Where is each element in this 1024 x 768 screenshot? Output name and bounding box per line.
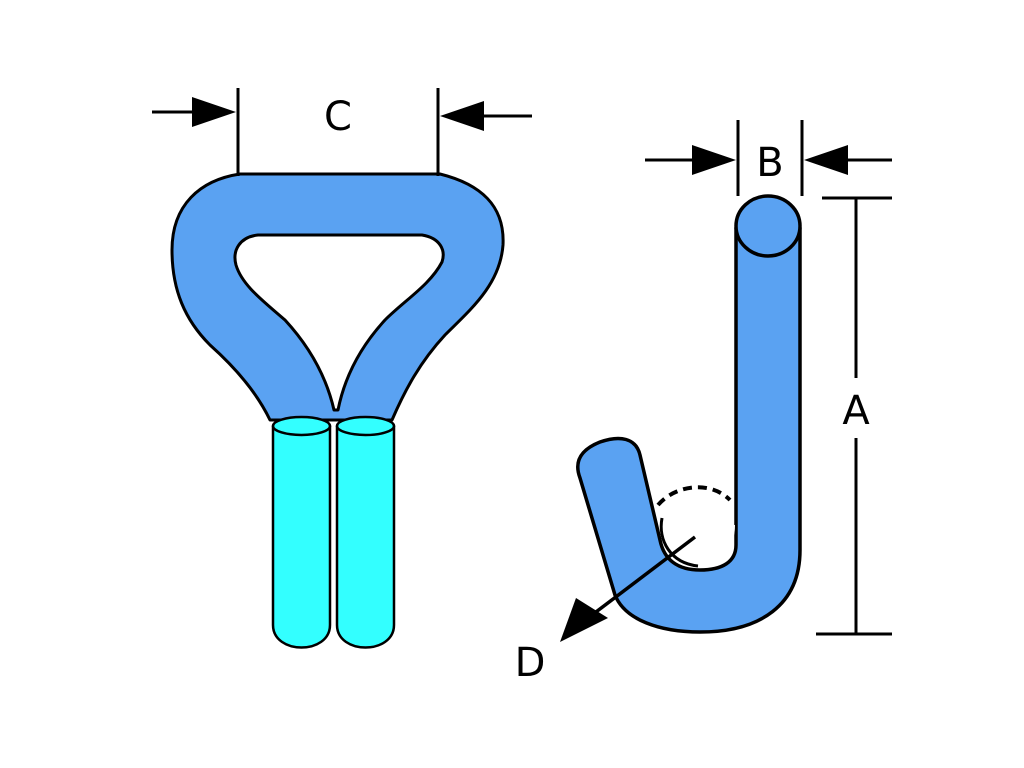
delta-ring [170,172,505,649]
dimension-c: C [152,88,532,176]
dimension-d: D [515,535,697,686]
arrow-right-icon [192,97,236,127]
arrow-left-icon [440,101,484,131]
hidden-edge-dashed [656,485,732,507]
arrow-left-icon [804,145,848,175]
dimension-b: B [645,120,892,196]
inner-circle [660,518,735,566]
right-tube [335,415,396,649]
delta-ring-body [170,172,505,422]
left-tube [271,415,332,649]
label-c: C [324,94,352,140]
dimension-a: A [816,196,892,636]
arrow-right-icon [692,145,736,175]
label-b: B [756,140,783,186]
label-a: A [842,388,870,434]
label-d: D [515,640,546,686]
j-hook [576,194,802,634]
arrow-diagonal-icon [560,598,608,642]
j-hook-top-cap [734,194,802,258]
j-hook-body [576,226,802,634]
